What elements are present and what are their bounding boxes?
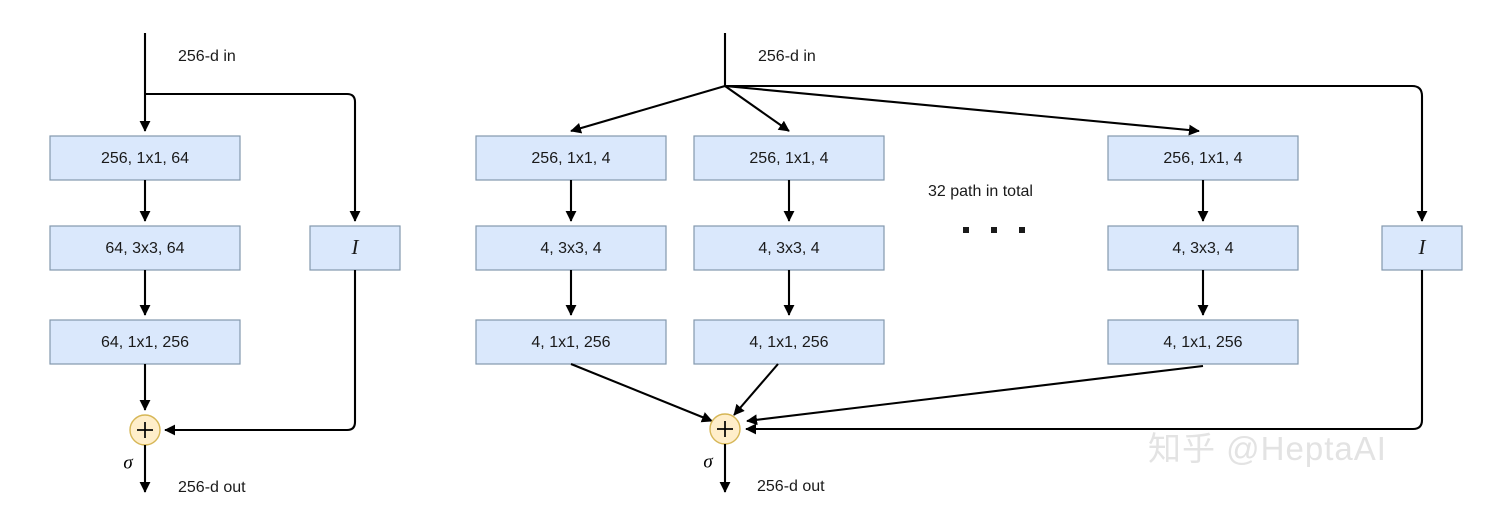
right-shortcut-edge-bottom bbox=[745, 270, 1424, 435]
right-path-3-layer-label-3: 4, 1x1, 256 bbox=[1163, 334, 1242, 351]
right-ellipsis-dot-2 bbox=[991, 227, 997, 233]
left-layer-box-1[interactable] bbox=[49, 135, 241, 181]
right-path-1-layer-label-3: 4, 1x1, 256 bbox=[531, 334, 610, 351]
left-layer-box-2[interactable] bbox=[49, 225, 241, 271]
right-path-2-layer-box-2[interactable] bbox=[693, 225, 885, 271]
right-path-3-edge-to-sum bbox=[746, 364, 1204, 426]
right-activation-label: σ bbox=[703, 451, 713, 472]
right-shortcut-edge-top bbox=[725, 84, 1428, 222]
right-path-3-layer-label-2: 4, 3x3, 4 bbox=[1172, 240, 1233, 257]
right-path-2-layer-box-3[interactable] bbox=[693, 319, 885, 365]
right-path-2-layer-label-1: 256, 1x1, 4 bbox=[749, 150, 828, 167]
right-path-1-layer-box-1[interactable] bbox=[475, 135, 667, 181]
right-fanout-edge-2 bbox=[724, 85, 790, 132]
left-layer-label-3: 64, 1x1, 256 bbox=[101, 334, 189, 351]
right-path-1-edge-to-sum bbox=[570, 363, 713, 423]
left-output-label: 256-d out bbox=[178, 479, 246, 496]
right-path-1-layer-box-3[interactable] bbox=[475, 319, 667, 365]
left-identity-label: I bbox=[351, 235, 360, 259]
right-ellipsis-dot-1 bbox=[963, 227, 969, 233]
right-path-3-layer-label-1: 256, 1x1, 4 bbox=[1163, 150, 1242, 167]
right-identity-label: I bbox=[1418, 235, 1427, 259]
left-activation-label: σ bbox=[123, 452, 133, 473]
right-fanout-edge-3 bbox=[724, 84, 1200, 136]
left-input-label: 256-d in bbox=[178, 48, 236, 65]
right-path-2-layer-label-3: 4, 1x1, 256 bbox=[749, 334, 828, 351]
right-path-1-layer-label-2: 4, 3x3, 4 bbox=[540, 240, 601, 257]
left-shortcut-edge-bottom bbox=[164, 270, 357, 436]
right-path-3-layer-box-3[interactable] bbox=[1107, 319, 1299, 365]
left-shortcut-edge-top bbox=[145, 92, 361, 222]
right-fanout-edge-1 bbox=[570, 84, 726, 134]
right-input-label: 256-d in bbox=[758, 48, 816, 65]
right-path-count-label: 32 path in total bbox=[928, 183, 1033, 200]
watermark: 知乎 @HeptaAI bbox=[1148, 430, 1387, 467]
right-path-2-layer-label-2: 4, 3x3, 4 bbox=[758, 240, 819, 257]
right-path-3-layer-box-2[interactable] bbox=[1107, 225, 1299, 271]
left-layer-label-2: 64, 3x3, 64 bbox=[105, 240, 184, 257]
right-output-label: 256-d out bbox=[757, 478, 825, 495]
right-path-2-edge-to-sum bbox=[733, 363, 779, 416]
right-identity-box[interactable] bbox=[1381, 225, 1463, 271]
left-layer-label-1: 256, 1x1, 64 bbox=[101, 150, 189, 167]
right-path-1-layer-label-1: 256, 1x1, 4 bbox=[531, 150, 610, 167]
right-path-3-layer-box-1[interactable] bbox=[1107, 135, 1299, 181]
left-identity-box[interactable] bbox=[309, 225, 401, 271]
right-ellipsis-dot-3 bbox=[1019, 227, 1025, 233]
